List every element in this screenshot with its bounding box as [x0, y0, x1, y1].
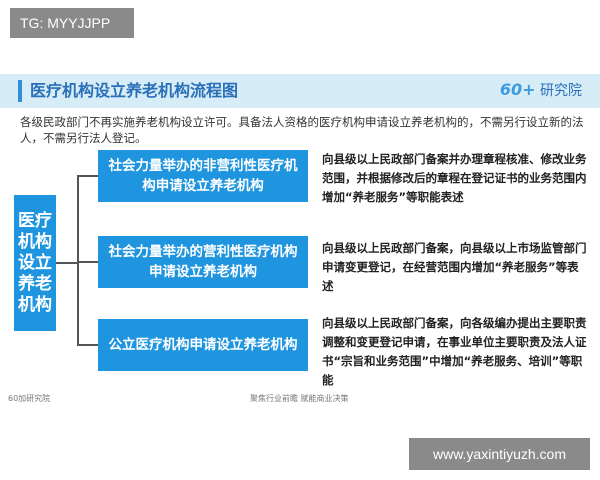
branch-node-2: 社会力量举办的营利性医疗机构申请设立养老机构	[98, 236, 308, 288]
connector-branch-2	[77, 261, 98, 263]
watermark-tag: TG: MYYJJPP	[10, 8, 134, 38]
branch-node-2-label: 社会力量举办的营利性医疗机构申请设立养老机构	[108, 244, 298, 280]
branch-node-3: 公立医疗机构申请设立养老机构	[98, 319, 308, 371]
root-node: 医疗机构设立养老机构	[14, 195, 56, 331]
footer-slogan: 聚焦行业前瞻 赋能商业决策	[250, 394, 349, 403]
footer-source: 60加研究院	[8, 394, 51, 403]
page-title: 医疗机构设立养老机构流程图	[30, 81, 239, 100]
title-bar	[0, 74, 600, 108]
intro-text: 各级民政部门不再实施养老机构设立许可。具备法人资格的医疗机构申请设立养老机构的，…	[20, 115, 584, 145]
root-node-label: 医疗机构设立养老机构	[18, 210, 52, 315]
connector-branch-1	[77, 175, 98, 177]
branch-node-1-label: 社会力量举办的非营利性医疗机构申请设立养老机构	[108, 158, 298, 194]
branch-description-3: 向县级以上民政部门备案，向各级编办提出主要职责调整和变更登记申请，在事业单位主要…	[322, 316, 587, 387]
branch-description-2: 向县级以上民政部门备案，向县级以上市场监管部门申请变更登记，在经营范围内增加“养…	[322, 241, 587, 293]
title-accent-bar	[18, 80, 22, 102]
connector-root	[56, 262, 78, 264]
brand-number: 60+	[499, 80, 536, 99]
branch-node-3-label: 公立医疗机构申请设立养老机构	[108, 337, 298, 353]
brand-text: 研究院	[540, 83, 582, 99]
connector-vertical	[77, 175, 79, 345]
branch-description-1: 向县级以上民政部门备案并办理章程核准、修改业务范围，并根据修改后的章程在登记证书…	[322, 152, 587, 204]
branch-node-1: 社会力量举办的非营利性医疗机构申请设立养老机构	[98, 150, 308, 202]
url-watermark: www.yaxintiyuzh.com	[409, 438, 590, 470]
connector-branch-3	[77, 344, 98, 346]
brand-logo: 60+ 研究院	[500, 79, 582, 102]
